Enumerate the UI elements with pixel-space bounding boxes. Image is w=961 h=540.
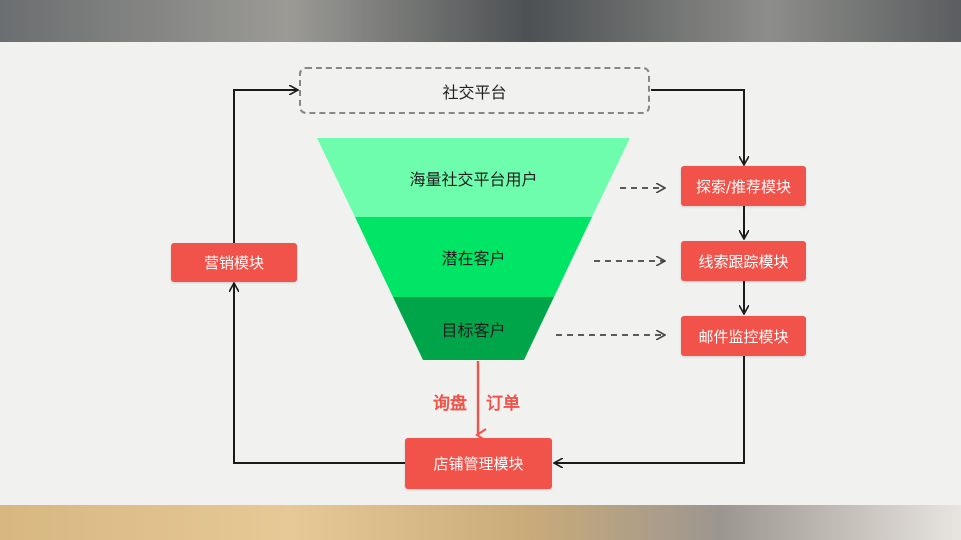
funnel-layer-label: 海量社交平台用户 [409, 169, 538, 189]
funnel-layer-label: 目标客户 [441, 320, 506, 340]
module-label: 探索/推荐模块 [695, 177, 792, 196]
explore-recommend-module: 探索/推荐模块 [681, 166, 806, 206]
clue-tracking-module: 线索跟踪模块 [681, 241, 806, 281]
funnel-layer-potential-customers: 潜在客户 [355, 217, 592, 297]
funnel-layer-label: 潜在客户 [441, 249, 506, 268]
module-label: 线索跟踪模块 [698, 252, 789, 271]
module-label: 店铺管理模块 [433, 455, 524, 473]
funnel-layer-target-customers: 目标客户 [393, 297, 554, 360]
order-label: 订单 [486, 394, 520, 414]
module-label: 营销模块 [203, 254, 264, 272]
module-label: 邮件监控模块 [698, 327, 789, 346]
social-platform-box: 社交平台 [299, 67, 650, 114]
marketing-module: 营销模块 [171, 243, 297, 282]
footer-background [0, 505, 961, 540]
funnel-layer-mass-users: 海量社交平台用户 [317, 138, 630, 217]
header-background [0, 0, 961, 42]
mail-monitor-module: 邮件监控模块 [681, 316, 806, 356]
shop-management-module: 店铺管理模块 [405, 438, 552, 489]
inquiry-label: 询盘 [433, 394, 467, 414]
social-platform-label: 社交平台 [442, 82, 507, 102]
